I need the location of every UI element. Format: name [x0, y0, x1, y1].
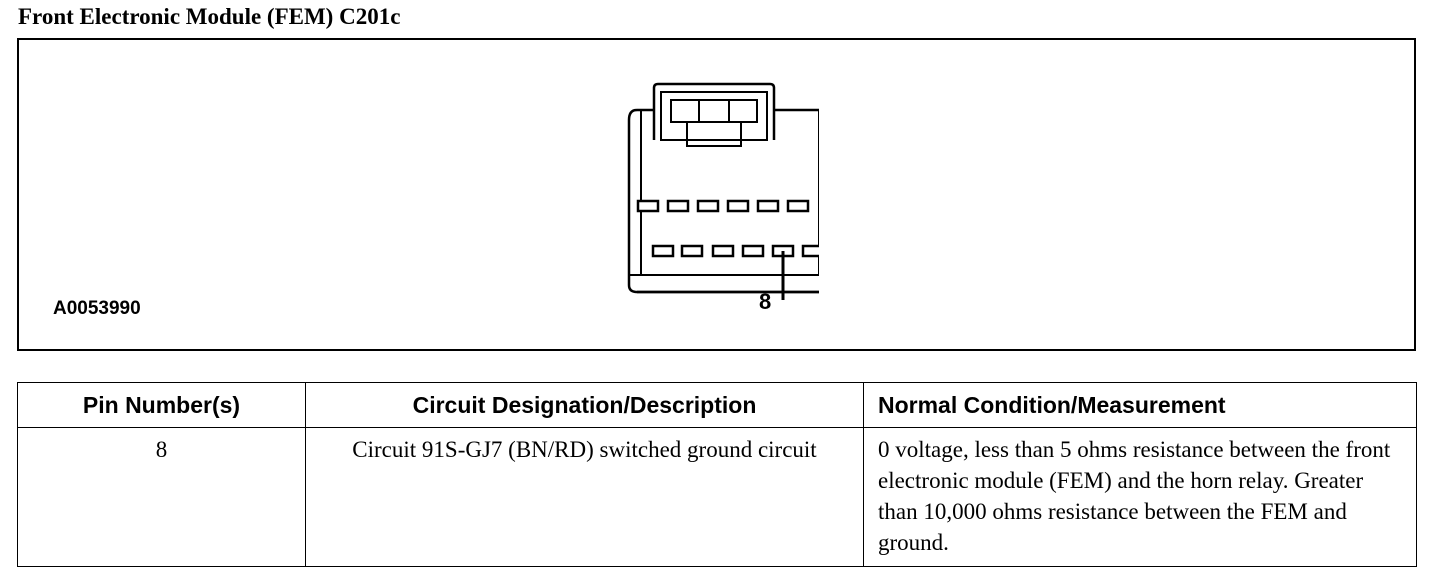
connector-figure: 8 A0053990: [17, 38, 1416, 351]
page-title: Front Electronic Module (FEM) C201c: [18, 4, 401, 29]
pin-callout-label: 8: [759, 289, 772, 314]
cell-pin-number: 8: [17, 427, 306, 567]
figure-id: A0053990: [53, 298, 141, 319]
cell-circuit-description: Circuit 91S-GJ7 (BN/RD) switched ground …: [305, 427, 864, 567]
header-normal-condition: Normal Condition/Measurement: [863, 382, 1417, 428]
header-circuit-description: Circuit Designation/Description: [305, 382, 864, 428]
pin-7-cavity: [741, 244, 765, 258]
cell-measurement: 0 voltage, less than 5 ohms resistance b…: [863, 427, 1417, 567]
connector-c201c-diagram: [627, 82, 819, 300]
table-header-row: Pin Number(s) Circuit Designation/Descri…: [17, 382, 1417, 428]
header-pin-numbers: Pin Number(s): [17, 382, 306, 428]
pin-table: Pin Number(s) Circuit Designation/Descri…: [17, 382, 1417, 567]
table-row: 8 Circuit 91S-GJ7 (BN/RD) switched groun…: [17, 427, 1417, 567]
latch-housing: [652, 82, 776, 140]
